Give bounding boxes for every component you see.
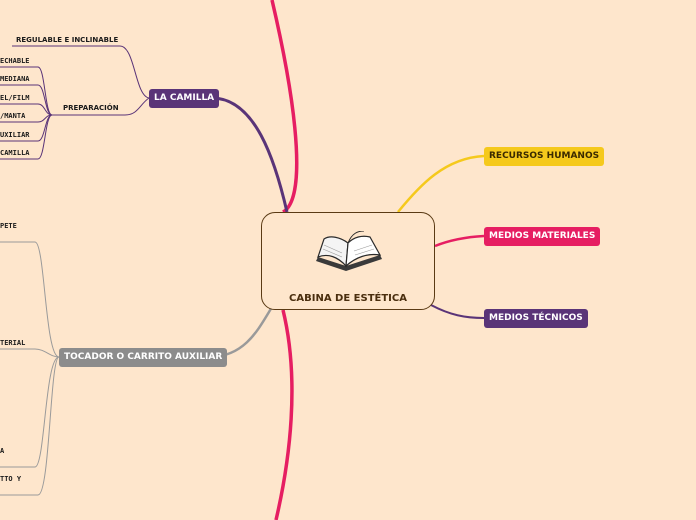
node-tocador-item[interactable]: PETE <box>0 222 17 230</box>
node-recursos-humanos[interactable]: RECURSOS HUMANOS <box>484 147 605 166</box>
node-prep-item[interactable]: MEDIANA <box>0 75 30 83</box>
node-prep-item[interactable]: EL/FILM <box>0 94 30 102</box>
node-preparacion[interactable]: PREPARACIÓN <box>63 104 119 112</box>
node-prep-item[interactable]: /MANTA <box>0 112 26 120</box>
node-medios-materiales[interactable]: MEDIOS MATERIALES <box>484 227 601 246</box>
open-book-icon <box>316 231 382 271</box>
node-la-camilla[interactable]: LA CAMILLA <box>149 89 220 108</box>
node-prep-item[interactable]: ECHABLE <box>0 57 30 65</box>
node-prep-item[interactable]: UXILIAR <box>0 131 30 139</box>
node-tocador-item[interactable]: TTO Y <box>0 475 22 483</box>
node-tocador[interactable]: TOCADOR O CARRITO AUXILIAR <box>59 348 228 367</box>
node-tocador-item[interactable]: A <box>0 447 5 455</box>
node-medios-tecnicos[interactable]: MEDIOS TÉCNICOS <box>484 309 588 328</box>
central-topic[interactable]: CABINA DE ESTÉTICA <box>261 212 435 310</box>
node-tocador-item[interactable]: TERIAL <box>0 339 26 347</box>
node-regulable[interactable]: REGULABLE E INCLINABLE <box>16 36 119 44</box>
central-title: CABINA DE ESTÉTICA <box>289 293 407 304</box>
node-prep-item[interactable]: CAMILLA <box>0 149 30 157</box>
